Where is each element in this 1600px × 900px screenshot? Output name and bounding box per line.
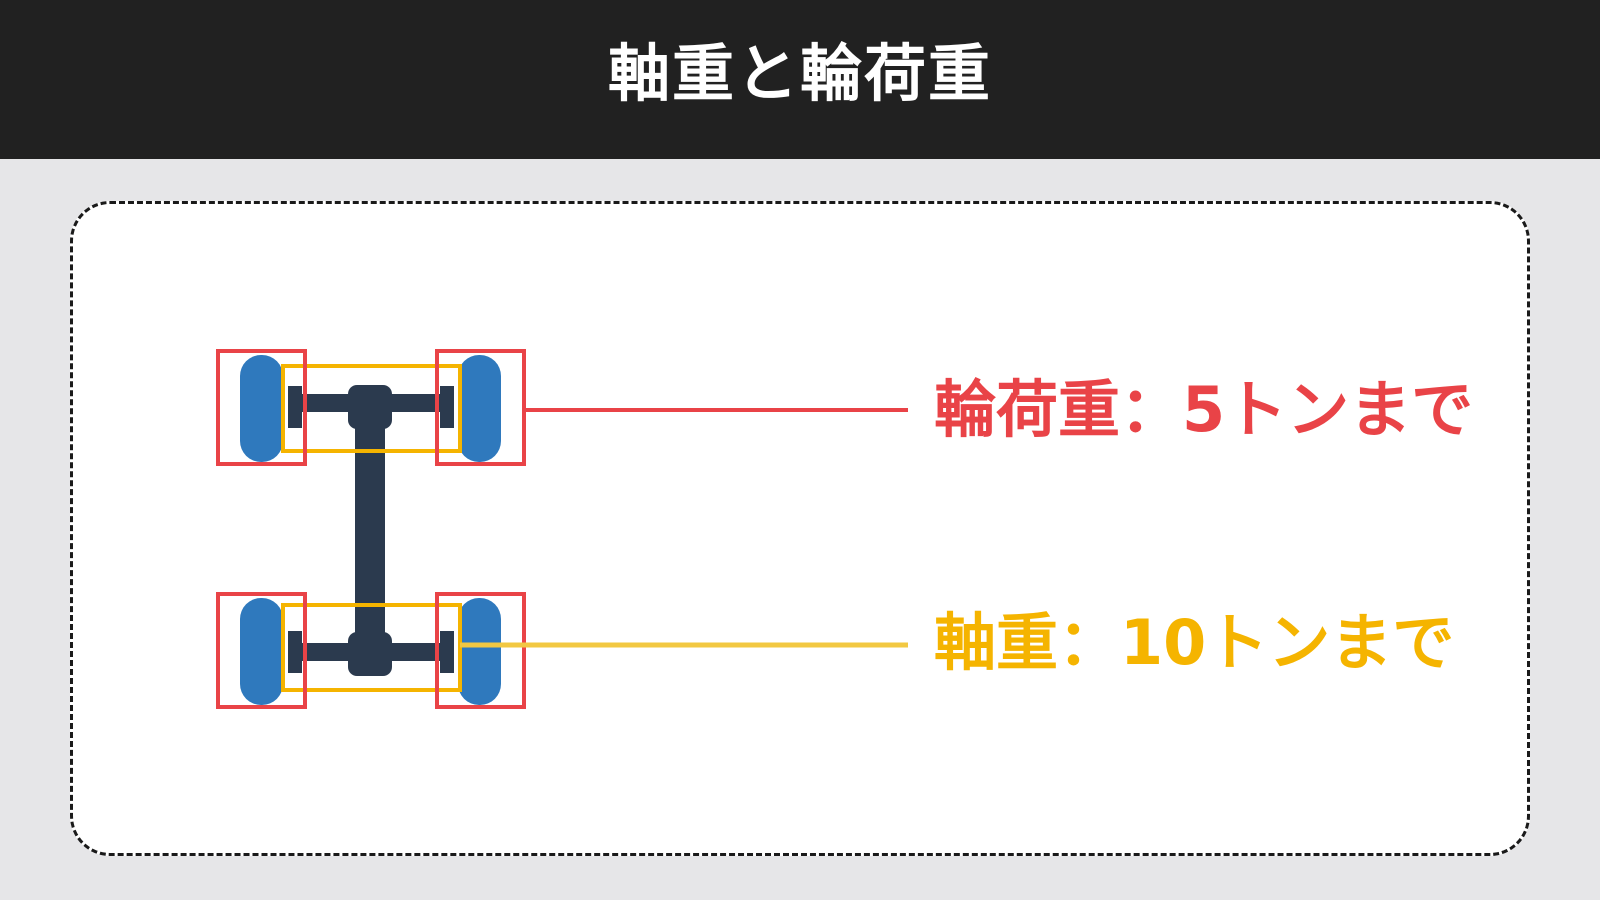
chassis-spine — [355, 395, 385, 660]
tire-rear-right — [458, 598, 501, 705]
page-title: 軸重と輪荷重 — [607, 37, 992, 110]
wheel-load-boxes — [216, 349, 526, 709]
hub-rear-left — [288, 631, 302, 673]
front-differential — [348, 385, 392, 429]
wheel-box-front-right — [435, 349, 526, 466]
tire-rear-left — [240, 598, 283, 705]
front-axle-box — [281, 364, 462, 453]
chassis — [288, 385, 454, 676]
header-bar: 軸重と輪荷重 — [0, 0, 1600, 159]
wheel-box-rear-right — [435, 592, 526, 709]
rear-differential — [348, 632, 392, 676]
wheel-box-rear-left — [216, 592, 307, 709]
hub-rear-right — [440, 631, 454, 673]
tire-front-right — [458, 355, 501, 462]
wheel-load-label: 輪荷重：5トンまで — [934, 373, 1474, 446]
tire-front-left — [240, 355, 283, 462]
diagram-panel — [70, 201, 1530, 856]
axle-load-label: 軸重：10トンまで — [934, 606, 1455, 679]
tires — [240, 355, 501, 705]
hub-front-right — [440, 386, 454, 428]
hub-front-left — [288, 386, 302, 428]
wheel-box-front-left — [216, 349, 307, 466]
